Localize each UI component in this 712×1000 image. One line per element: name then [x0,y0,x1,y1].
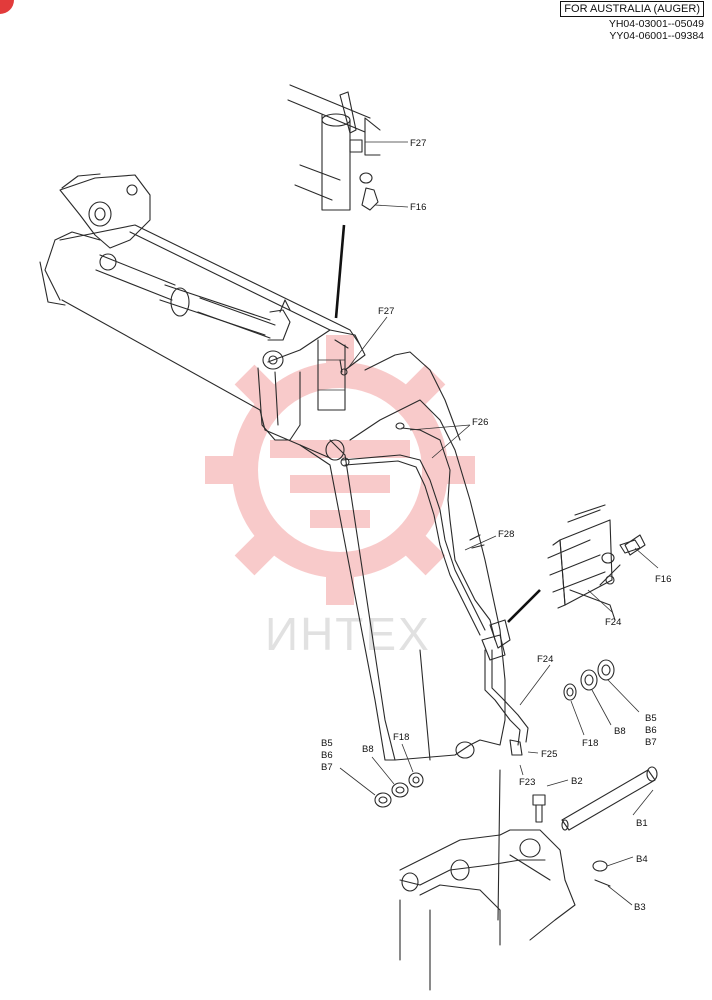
serial-range-1: YH04-03001--05049 [608,18,704,30]
variant-label: FOR AUSTRALIA (AUGER) [560,1,704,17]
callout-f24-valve: F24 [605,617,621,628]
pin-b1 [561,766,658,831]
arm-main-beam [299,351,506,761]
callout-f18-right: F18 [582,738,598,749]
callout-f16-right: F16 [655,574,671,585]
arm-upper-body [59,224,366,459]
callout-b4: B4 [636,854,648,865]
callout-b1: B1 [636,818,648,829]
callout-f23: F23 [519,777,535,788]
callout-labels: F27 F16 F27 F26 F28 F16 F24 F24 F25 F23 … [321,138,671,913]
guide-arrow-valve [507,589,541,623]
callout-b8-left: B8 [362,744,374,755]
callout-f16-top: F16 [410,202,426,213]
callout-b3: B3 [634,902,646,913]
guide-arrow-upper [334,224,346,319]
nut-b4 [592,860,608,872]
control-valve-block [547,504,641,621]
hydraulic-hoses [339,359,496,641]
callout-f25: F25 [541,749,557,760]
leader-lines [339,141,659,906]
pin-b3 [594,879,611,887]
watermark-logo: ИНТЕХ [205,335,475,660]
callout-b7-right: B7 [645,737,657,748]
callout-f27-mid: F27 [378,306,394,317]
callout-b5-left: B5 [321,738,333,749]
callout-b7-left: B7 [321,762,333,773]
pin-boss-detail [287,84,381,211]
callout-f24-lower: F24 [537,654,553,665]
washers-right [563,659,615,701]
bolt-b2 [532,794,546,823]
callout-f26: F26 [472,417,488,428]
arm-cylinder [95,253,291,341]
hose-manifold [469,534,529,756]
callout-f18-left: F18 [393,732,409,743]
callout-f27-top: F27 [410,138,426,149]
callout-f28: F28 [498,529,514,540]
watermark-text: ИНТЕХ [265,608,431,660]
callout-b6-right: B6 [645,725,657,736]
fitting-right [624,534,646,556]
callout-b8-right: B8 [614,726,626,737]
serial-range-2: YY04-06001--09384 [609,30,704,42]
callout-b2: B2 [571,776,583,787]
callout-b6-left: B6 [321,750,333,761]
washers-left [374,772,424,808]
callout-b5-right: B5 [645,713,657,724]
bucket [399,769,576,991]
boom-tip [39,173,151,306]
